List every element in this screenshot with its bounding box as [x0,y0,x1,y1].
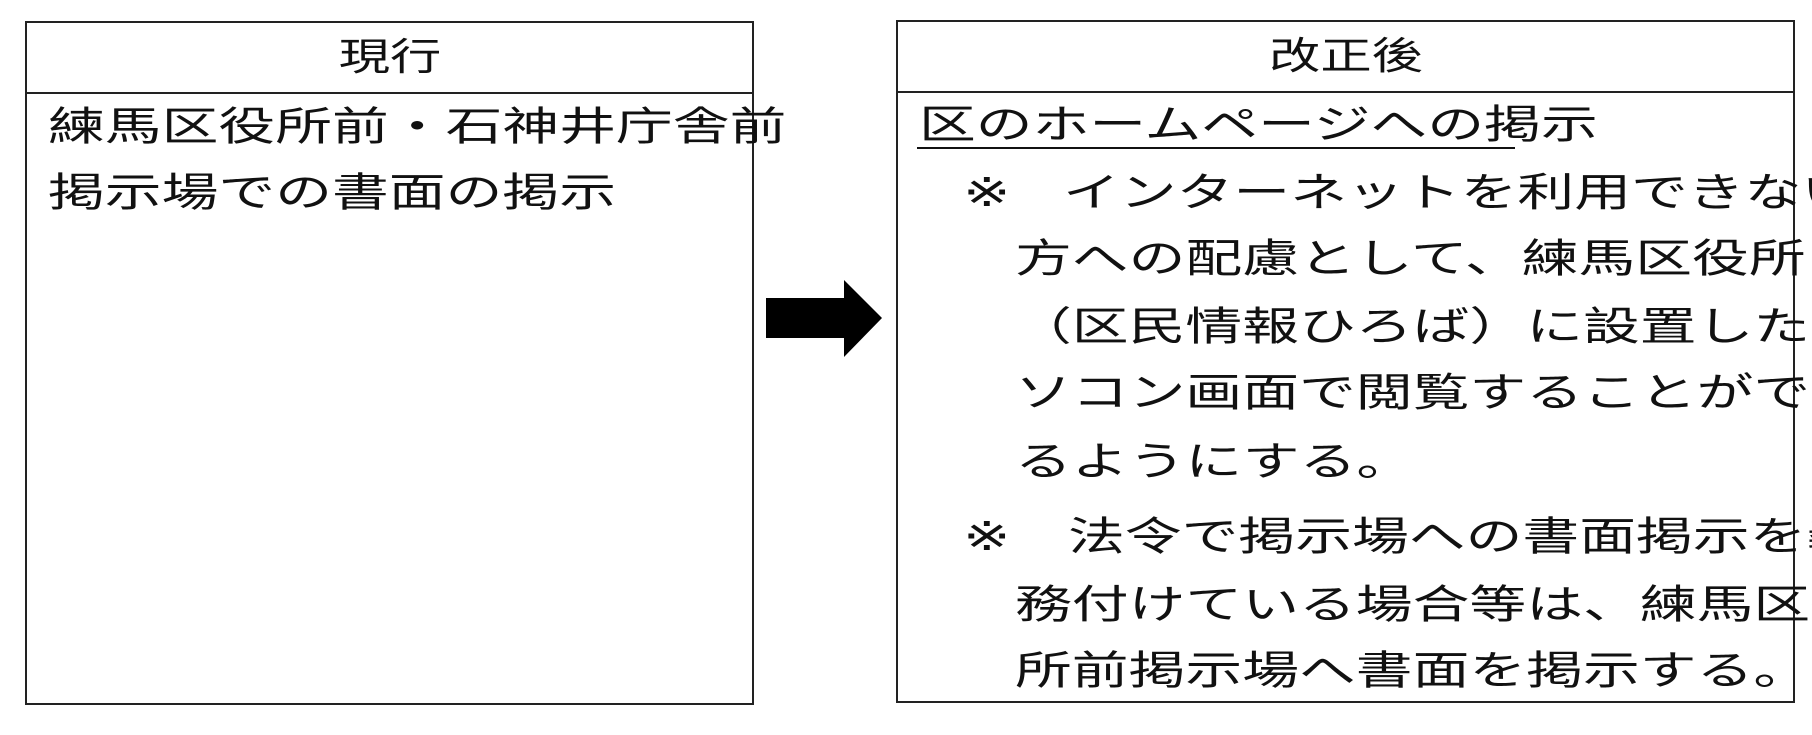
right-arrow-icon [766,280,882,357]
revised-header: 改正後 [898,22,1793,93]
current-box: 現行 [25,21,754,705]
note-line: ソコン画面で閲覧することができ [1015,370,1812,416]
note-mark: ※ [963,170,1011,216]
current-header-label: 現行 [338,35,441,79]
current-header: 現行 [27,23,752,94]
note-line: 務付けている場合等は、練馬区役 [1015,582,1812,628]
revised-box: 改正後 [896,20,1795,703]
note-line: （区民情報ひろば）に設置したパ [1015,304,1812,350]
note-line: 所前掲示場へ書面を掲示する。 [1015,648,1811,694]
note-line: 方への配慮として、練馬区役所 [1015,236,1806,282]
note-line: るようにする。 [1015,439,1414,485]
revised-header-label: 改正後 [1268,34,1423,78]
title-underline [917,147,1515,149]
note-mark: ※ [963,514,1011,560]
note-line: インターネットを利用できない [1063,170,1812,216]
current-line: 掲示場での書面の掲示 [48,170,616,216]
note-line: 法令で掲示場への書面掲示を義 [1068,514,1812,560]
revised-title: 区のホームページへの掲示 [919,102,1598,148]
current-line: 練馬区役所前・石神井庁舎前 [48,104,787,150]
